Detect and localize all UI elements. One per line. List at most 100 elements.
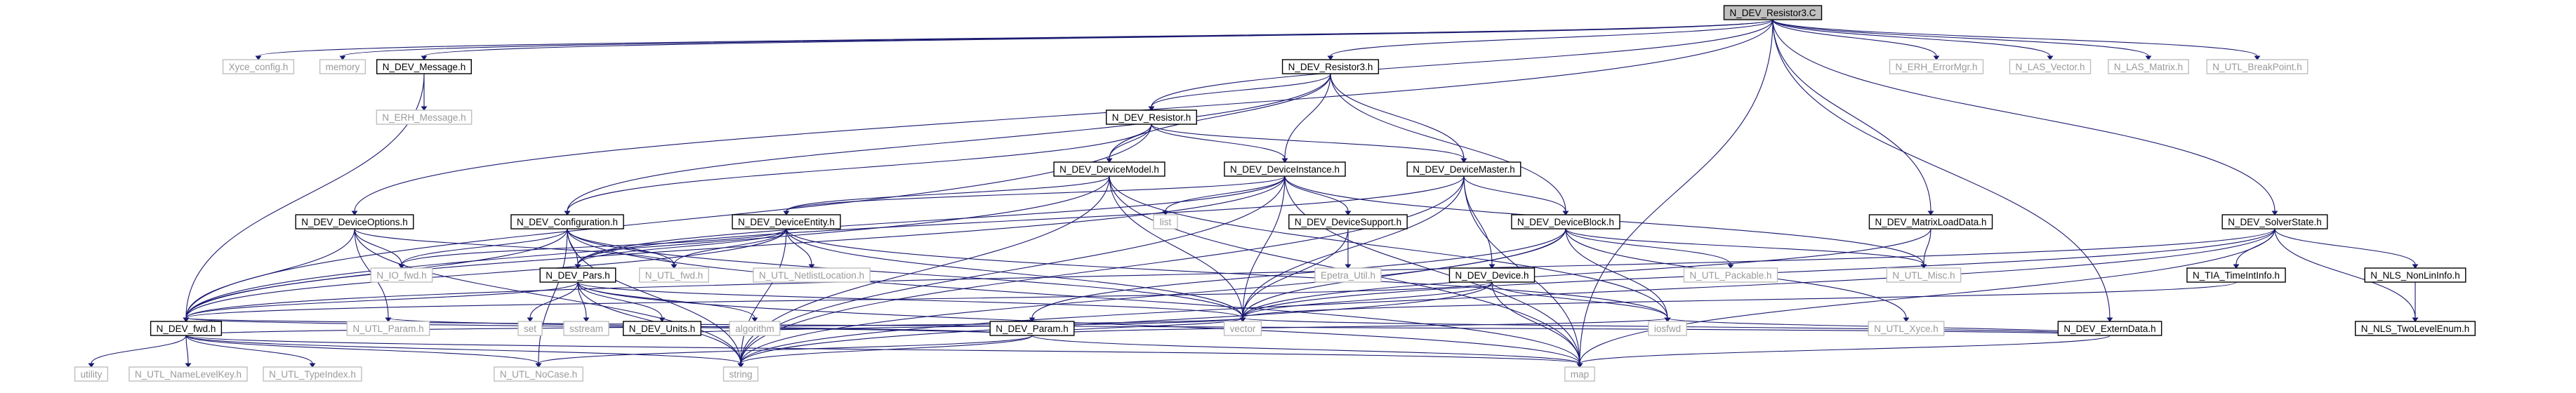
- node-las-matrix: N_LAS_Matrix.h: [2108, 59, 2189, 74]
- edge-line: [1772, 19, 2051, 57]
- node-box: [150, 321, 223, 336]
- node-box: [1224, 161, 1346, 177]
- node-nonlininfo[interactable]: N_NLS_NonLinInfo.h: [2364, 267, 2466, 283]
- node-box: [517, 321, 543, 336]
- node-box: [510, 214, 624, 229]
- node-label: list: [1160, 217, 1172, 227]
- node-deviceinstance[interactable]: N_DEV_DeviceInstance.h: [1224, 161, 1346, 177]
- node-configuration[interactable]: N_DEV_Configuration.h: [510, 214, 624, 229]
- edge-devicemodel-to-deviceentity: [783, 175, 1110, 215]
- node-device[interactable]: N_DEV_Device.h: [1448, 267, 1535, 283]
- node-resistor3[interactable]: N_DEV_Resistor3.h: [1281, 59, 1380, 74]
- edge-line: [577, 175, 1286, 265]
- node-box: [346, 321, 430, 336]
- edge-line: [185, 335, 313, 364]
- edge-arrowhead: [1327, 55, 1334, 60]
- edge-line: [1330, 19, 1774, 57]
- edge-line: [1463, 175, 1566, 212]
- node-deviceoptions[interactable]: N_DEV_DeviceOptions.h: [295, 214, 414, 229]
- node-label: N_DEV_DeviceEntity.h: [738, 217, 835, 227]
- edge-line: [577, 228, 787, 265]
- node-twolevelenum[interactable]: N_NLS_TwoLevelEnum.h: [2355, 321, 2476, 336]
- node-box: [2108, 59, 2189, 74]
- edge-line: [567, 124, 1152, 212]
- node-root[interactable]: N_DEV_Resistor3.C: [1723, 5, 1823, 20]
- edge-line: [185, 335, 1580, 364]
- node-timeintinfo[interactable]: N_TIA_TimeIntInfo.h: [2186, 267, 2286, 283]
- edge-line: [354, 228, 402, 265]
- node-label: set: [524, 324, 536, 334]
- edge-resistor-to-deviceinstance: [1151, 124, 1288, 163]
- node-label: N_DEV_DeviceSupport.h: [1295, 217, 1401, 227]
- node-deviceblock[interactable]: N_DEV_DeviceBlock.h: [1511, 214, 1620, 229]
- edge-resistor3-to-deviceblock: [1330, 73, 1569, 215]
- edge-arrowhead: [2271, 211, 2278, 215]
- node-externdata[interactable]: N_DEV_ExternData.h: [2057, 321, 2162, 336]
- node-label: utility: [81, 369, 103, 380]
- edge-line: [1031, 228, 1566, 319]
- node-box: [1889, 59, 1984, 74]
- node-param[interactable]: N_DEV_Param.h: [989, 321, 1075, 336]
- node-box: [1886, 267, 1962, 283]
- edge-arrowhead: [183, 317, 190, 322]
- edge-arrowhead: [1345, 264, 1352, 269]
- node-box: [1288, 214, 1408, 229]
- node-message[interactable]: N_DEV_Message.h: [376, 59, 472, 74]
- node-label: N_DEV_DeviceInstance.h: [1230, 164, 1340, 175]
- edge-externdata-to-dev-fwd: [183, 317, 2111, 336]
- edge-line: [91, 335, 187, 364]
- edge-deviceinstance-to-list: [1162, 175, 1286, 215]
- node-utl-fwd: N_UTL_fwd.h: [639, 267, 709, 283]
- node-box: [539, 267, 616, 283]
- edge-arrowhead: [421, 55, 428, 60]
- node-label: N_UTL_fwd.h: [645, 270, 704, 281]
- node-nocase: N_UTL_NoCase.h: [494, 366, 583, 382]
- node-pars[interactable]: N_DEV_Pars.h: [539, 267, 616, 283]
- node-box: [1868, 321, 1945, 336]
- edge-arrowhead: [564, 211, 571, 215]
- node-label: N_NLS_TwoLevelEnum.h: [2361, 324, 2470, 334]
- edge-line: [1565, 228, 1924, 265]
- node-dev-fwd[interactable]: N_DEV_fwd.h: [150, 321, 223, 336]
- node-box: [1106, 109, 1197, 125]
- edge-arrowhead: [583, 317, 590, 322]
- edge-line: [1242, 175, 1465, 319]
- edge-root-to-externdata: [1772, 19, 2113, 322]
- node-label: N_UTL_Param.h: [352, 324, 423, 334]
- edge-line: [1151, 73, 1331, 107]
- node-box: [623, 321, 701, 336]
- edge-root-to-memory: [339, 19, 1774, 60]
- node-label: N_UTL_NetlistLocation.h: [759, 270, 864, 281]
- edge-line: [538, 335, 1033, 364]
- node-label: vector: [1230, 324, 1256, 334]
- node-label: map: [1571, 369, 1589, 380]
- edge-line: [786, 228, 812, 265]
- edge-arrowhead: [1106, 158, 1113, 163]
- node-map: map: [1564, 366, 1595, 382]
- node-solverstate[interactable]: N_DEV_SolverState.h: [2221, 214, 2328, 229]
- edge-line: [786, 228, 1243, 319]
- node-devicesupport[interactable]: N_DEV_DeviceSupport.h: [1288, 214, 1408, 229]
- node-box: [732, 214, 841, 229]
- node-resistor[interactable]: N_DEV_Resistor.h: [1106, 109, 1197, 125]
- edge-line: [1109, 73, 1331, 159]
- node-units[interactable]: N_DEV_Units.h: [623, 321, 701, 336]
- node-box: [376, 109, 473, 125]
- edge-arrowhead: [1664, 317, 1671, 322]
- edge-devicemaster-to-deviceblock: [1463, 175, 1569, 215]
- node-label: N_DEV_DeviceModel.h: [1059, 164, 1159, 175]
- node-devicemodel[interactable]: N_DEV_DeviceModel.h: [1053, 161, 1165, 177]
- node-box: [722, 366, 759, 382]
- edge-arrowhead: [1345, 211, 1352, 215]
- node-box: [2186, 267, 2286, 283]
- node-label: N_NLS_NonLinInfo.h: [2370, 270, 2460, 281]
- node-deviceentity[interactable]: N_DEV_DeviceEntity.h: [732, 214, 841, 229]
- node-packable: N_UTL_Packable.h: [1683, 267, 1778, 283]
- edge-line: [1165, 175, 1286, 212]
- edge-line: [185, 281, 579, 319]
- node-matrixloaddata[interactable]: N_DEV_MatrixLoadData.h: [1868, 214, 1993, 229]
- node-devicemaster[interactable]: N_DEV_DeviceMaster.h: [1406, 161, 1521, 177]
- edge-pars-to-dev-fwd: [183, 281, 579, 322]
- node-label: iosfwd: [1654, 324, 1681, 334]
